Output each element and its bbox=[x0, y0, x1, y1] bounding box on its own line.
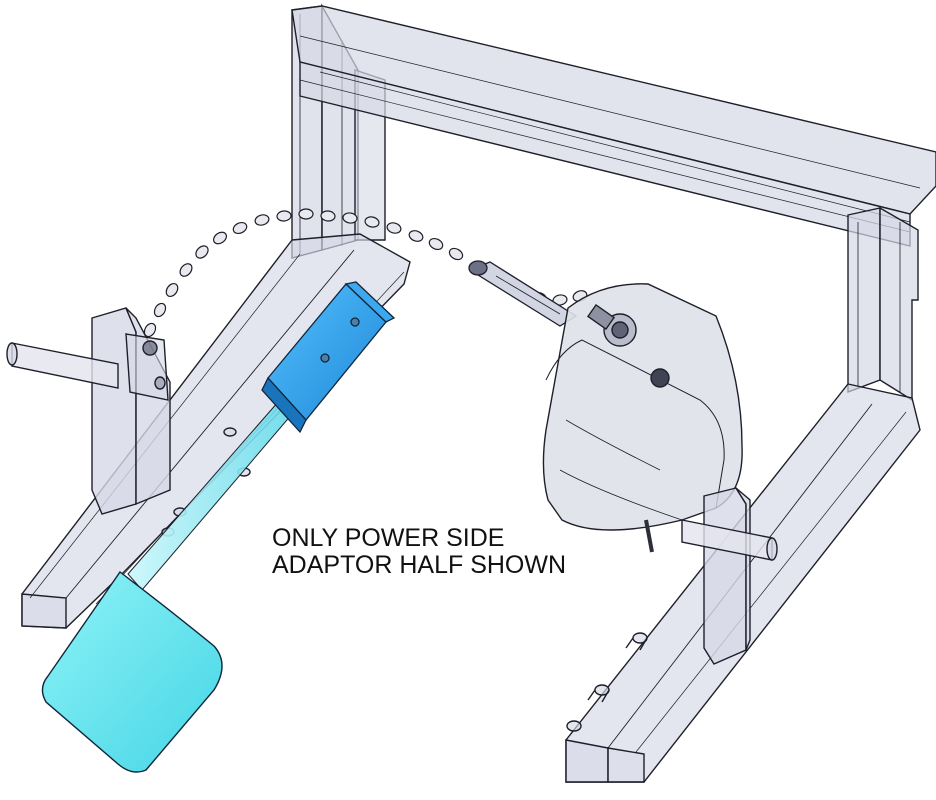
right-mount-block bbox=[681, 487, 778, 665]
turnbuckle bbox=[468, 260, 578, 327]
cyan-pedal-plate bbox=[41, 570, 223, 773]
left-mount-block bbox=[6, 307, 171, 515]
power-side-adaptor bbox=[542, 283, 743, 553]
right-rear-upright bbox=[847, 206, 919, 402]
top-cross-beam bbox=[291, 5, 936, 247]
annotation-line-1: ONLY POWER SIDE bbox=[272, 524, 505, 552]
annotation-note: ONLY POWER SIDE ADAPTOR HALF SHOWN bbox=[272, 525, 566, 579]
annotation-line-2: ADAPTOR HALF SHOWN bbox=[272, 551, 567, 579]
blue-slide-bracket bbox=[261, 281, 396, 434]
